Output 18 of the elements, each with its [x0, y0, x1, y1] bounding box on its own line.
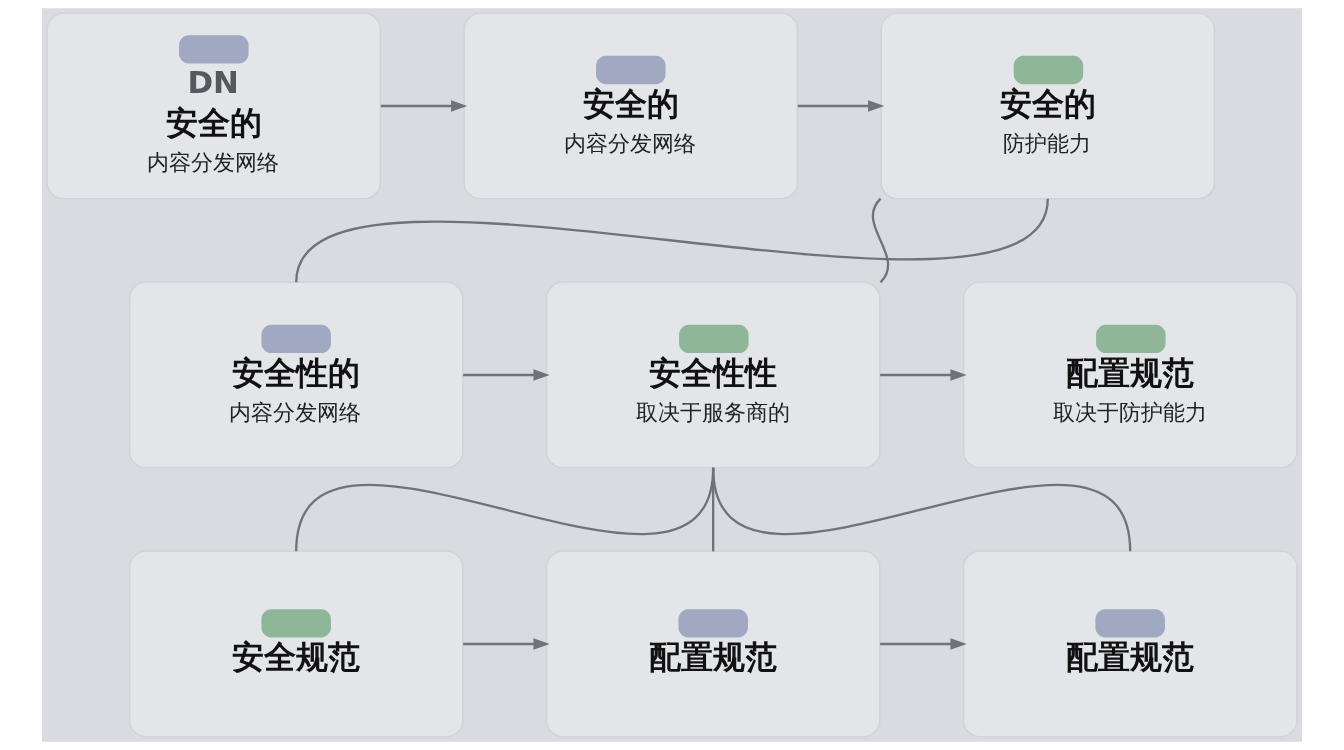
node-box: 配置规范 — [545, 550, 881, 738]
arrow — [797, 100, 885, 112]
node-box: 安全性性 取决于服务商的 — [545, 281, 881, 469]
node-box: 安全的 内容分发网络 — [463, 12, 799, 200]
node-box: 配置规范 — [962, 550, 1298, 738]
node-box: DN 安全的 内容分发网络 — [46, 12, 382, 200]
arrow — [463, 638, 550, 650]
node-box: 配置规范 取决于防护能力 — [962, 281, 1298, 469]
node-box: 安全的 防护能力 — [880, 12, 1216, 200]
connector — [871, 198, 890, 284]
arrow — [463, 369, 550, 381]
connector — [295, 198, 1049, 283]
connector — [712, 467, 1132, 552]
arrow — [880, 638, 967, 650]
node-box: 安全规范 — [128, 550, 464, 738]
arrow — [380, 100, 468, 112]
node-box: 安全性的 内容分发网络 — [128, 281, 464, 469]
arrow — [880, 369, 967, 381]
